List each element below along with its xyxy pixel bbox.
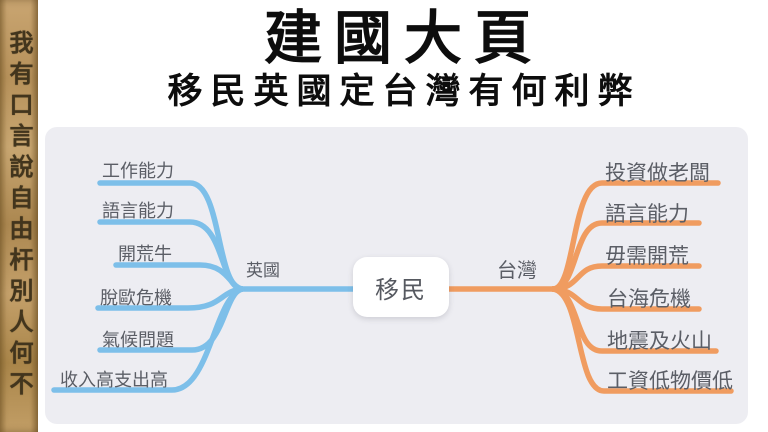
node-tw-strait-crisis[interactable]: 台海危機 (607, 288, 691, 311)
node-tw-invest-boss[interactable]: 投資做老闆 (605, 162, 710, 185)
node-uk[interactable]: 英國 (246, 261, 280, 280)
center-node-immigration[interactable]: 移民 (353, 257, 449, 317)
node-tw-language-ability[interactable]: 語言能力 (605, 203, 689, 226)
node-uk-brexit-crisis[interactable]: 脫歐危機 (100, 288, 172, 308)
node-uk-climate-problem[interactable]: 氣候問題 (102, 330, 174, 350)
calligraphy-paper-strip: 我有口言說自由杆別人何不 (0, 0, 38, 432)
node-tw-no-pioneering[interactable]: 毋需開荒 (605, 245, 689, 268)
node-tw-low-wage-low-price[interactable]: 工資低物價低 (607, 370, 733, 393)
header: 建國大頁 移民英國定台灣有何利弊 (40, 2, 768, 112)
node-uk-language-ability[interactable]: 語言能力 (102, 201, 174, 221)
node-taiwan[interactable]: 台灣 (497, 260, 537, 282)
calligraphy-vertical-text: 我有口言說自由杆別人何不 (5, 30, 34, 402)
node-tw-earthquake-volcano[interactable]: 地震及火山 (607, 330, 712, 353)
node-uk-work-ability[interactable]: 工作能力 (102, 161, 174, 181)
node-uk-pioneer[interactable]: 開荒牛 (118, 244, 172, 264)
page-title: 建國大頁 (263, 4, 544, 72)
page-subtitle: 移民英國定台灣有何利弊 (167, 71, 641, 112)
node-uk-high-income-high-expense[interactable]: 收入高支出高 (60, 370, 168, 390)
